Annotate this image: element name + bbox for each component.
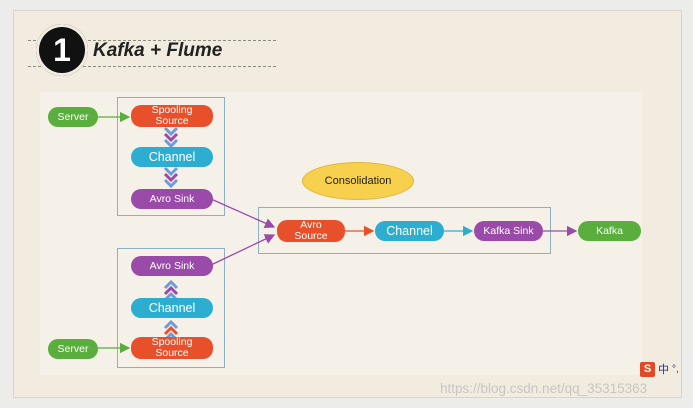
consolidation-callout: Consolidation — [302, 162, 414, 200]
node-kafka: Kafka — [578, 221, 641, 241]
edge-avro-sink-bottom-to-avro-source — [210, 234, 276, 266]
node-kafka-sink: Kafka Sink — [474, 221, 543, 241]
watermark-text: https://blog.csdn.net/qq_35315363 — [440, 381, 648, 396]
slide-number-badge: 1 — [36, 24, 88, 76]
header-line-bottom — [28, 66, 276, 67]
node-spooling-source-top: Spooling Source — [131, 105, 213, 127]
agent-box-bottom — [117, 248, 225, 368]
node-spooling-source-bottom: Spooling Source — [131, 337, 213, 359]
node-channel-bottom: Channel — [131, 298, 213, 318]
slide-title: Kafka + Flume — [93, 40, 223, 61]
edge-avro-sink-top-to-avro-source — [210, 198, 276, 229]
node-server-top: Server — [48, 107, 98, 127]
chevrons-channel-sink-top — [163, 166, 179, 189]
node-channel-consolidation: Channel — [375, 221, 444, 241]
sogou-logo-icon: S — [640, 361, 655, 377]
ime-language-label: 中 — [658, 364, 669, 376]
node-channel-top: Channel — [131, 147, 213, 167]
header-line-top — [28, 40, 276, 41]
node-avro-sink-top: Avro Sink — [131, 189, 213, 209]
chevrons-spool-channel-top — [163, 126, 179, 149]
agent-box-top — [117, 97, 225, 216]
ime-punctuation-label: °, — [672, 363, 679, 375]
ime-indicator[interactable]: S 中 °, — [640, 361, 679, 377]
node-server-bottom: Server — [48, 339, 98, 359]
node-avro-source: Avro Source — [277, 220, 345, 242]
node-avro-sink-bottom: Avro Sink — [131, 256, 213, 276]
